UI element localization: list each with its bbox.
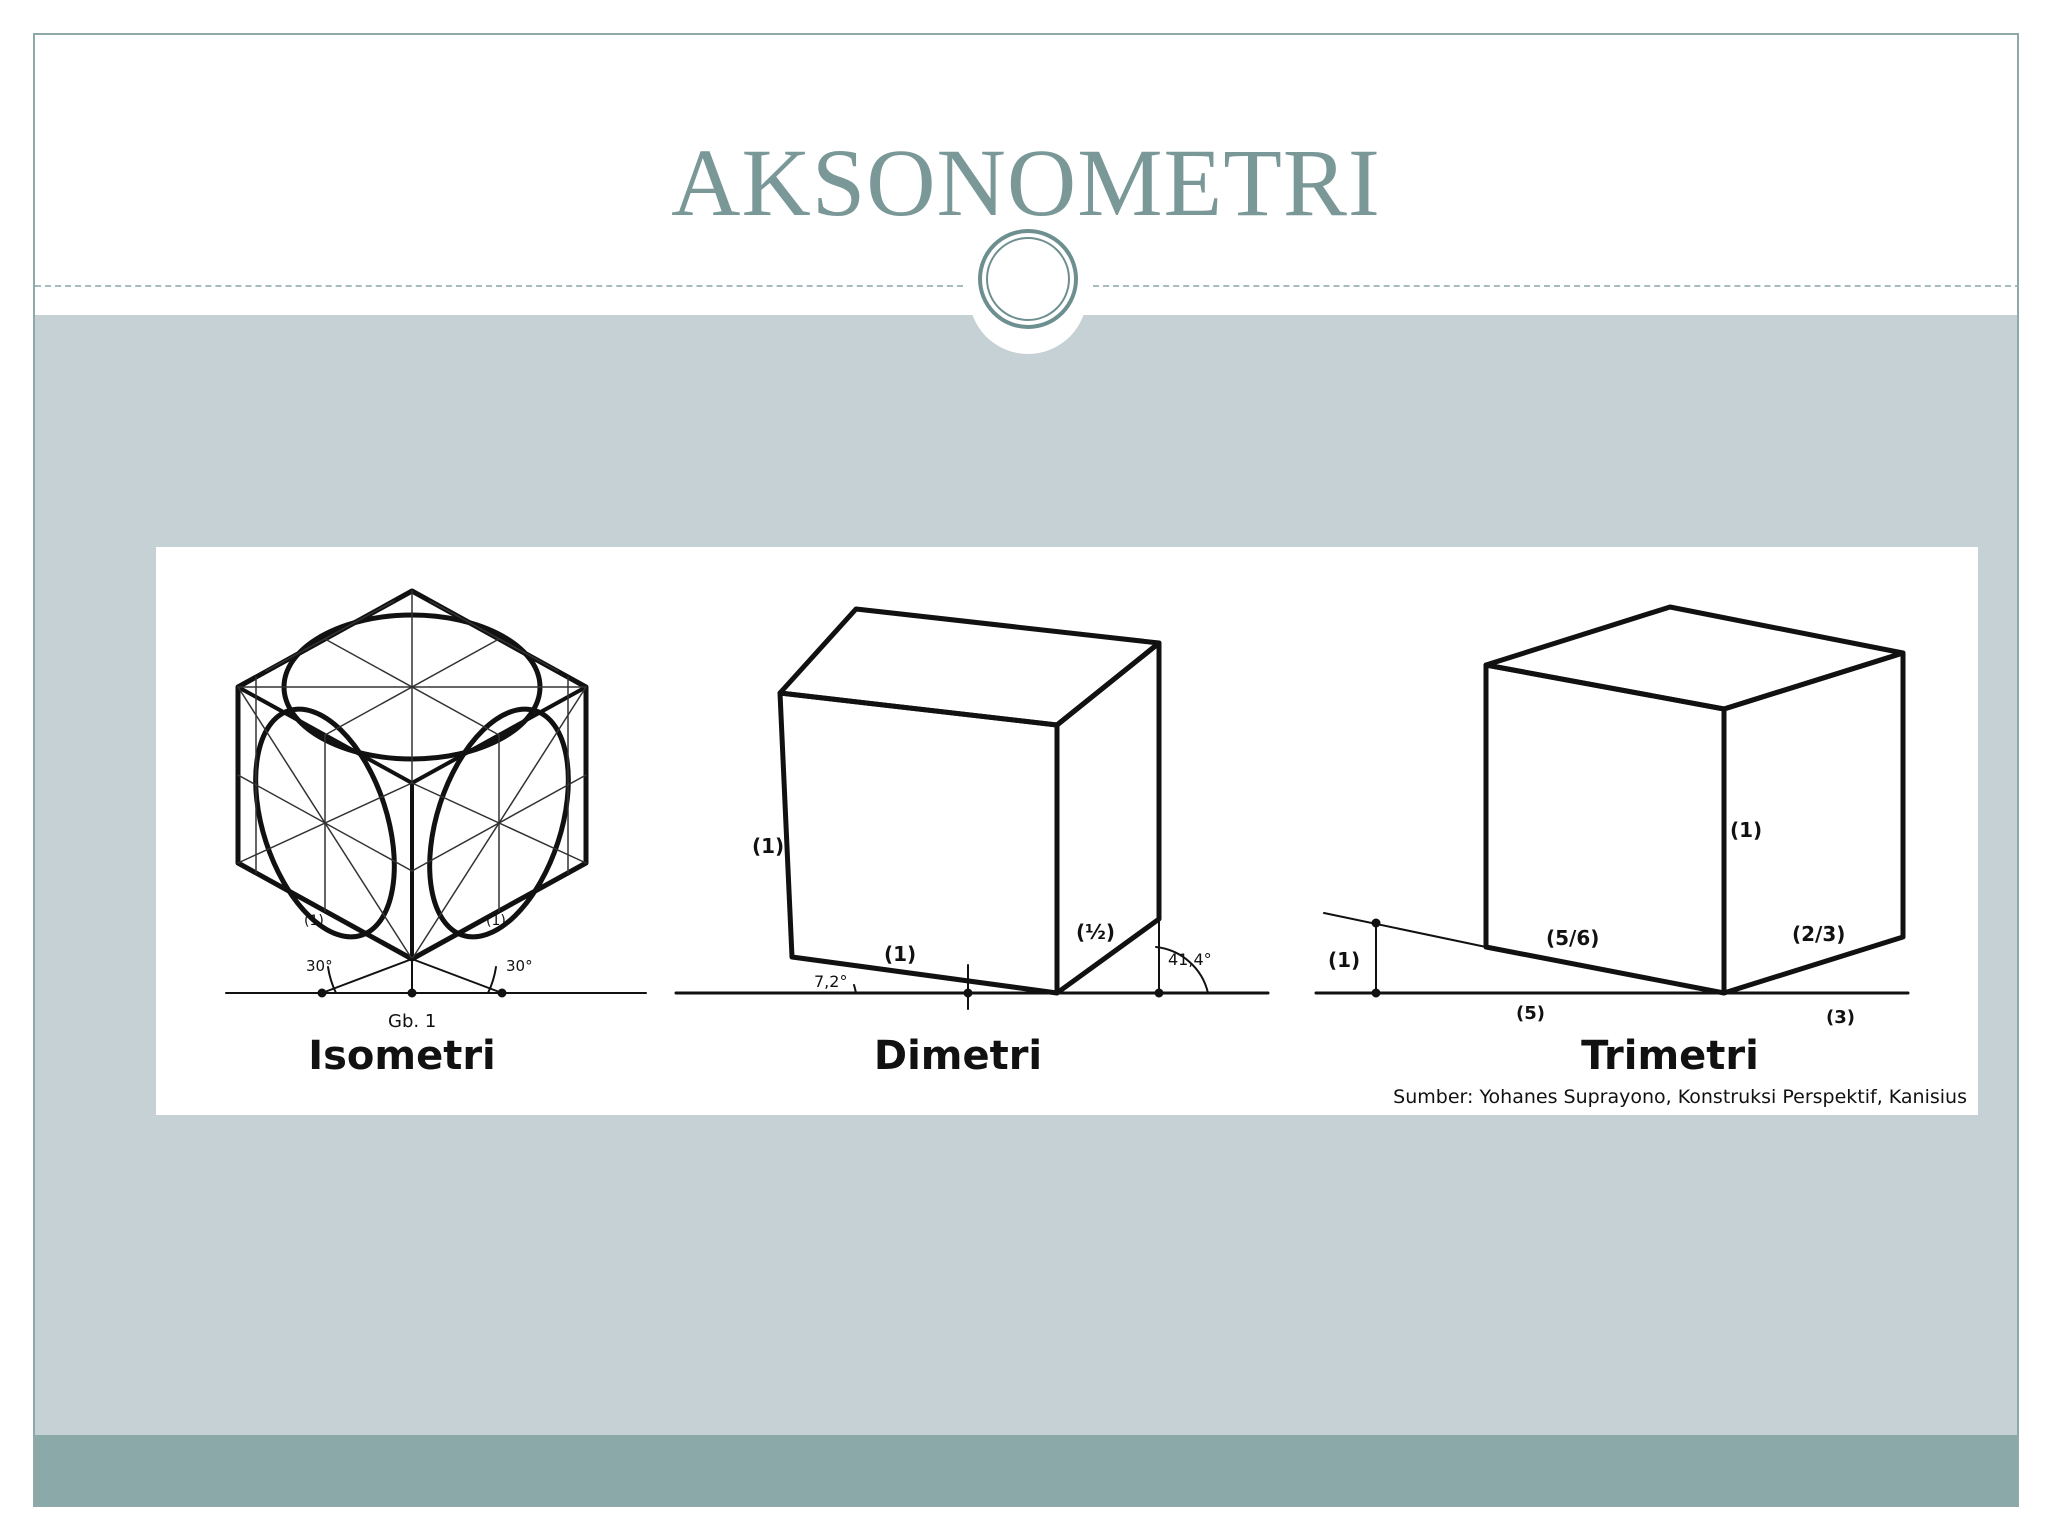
tri-height-label: (1) (1730, 818, 1762, 842)
slide: AKSONOMETRI (33, 33, 2019, 1507)
iso-caption: Isometri (308, 1033, 496, 1079)
iso-construction-lines (237, 590, 587, 960)
iso-angle-arc-right (487, 966, 497, 994)
tri-reference-line (1323, 912, 1487, 948)
tri-base-right-label: (3) (1826, 1007, 1855, 1028)
dim-top-face (777, 606, 1162, 728)
tri-caption: Trimetri (1581, 1033, 1759, 1079)
isometric-cube (225, 588, 647, 998)
dim-front-label: (1) (884, 942, 916, 966)
iso-unit-left-label: (1) (304, 913, 324, 929)
title-divider-right (1093, 285, 2017, 287)
dim-height-label: (1) (752, 834, 784, 858)
footer-band (35, 1435, 2017, 1505)
dim-front-face (777, 690, 1060, 996)
tri-side-label: (2/3) (1792, 922, 1845, 946)
tri-front-label: (5/6) (1546, 926, 1599, 950)
trimetric-cube (1314, 604, 1910, 998)
tri-reference-label: (1) (1328, 948, 1360, 972)
iso-dot-right (497, 988, 507, 998)
dim-side-label: (½) (1076, 920, 1115, 944)
dim-angle-right-label: 41,4° (1168, 950, 1212, 969)
figure-source: Sumber: Yohanes Suprayono, Konstruksi Pe… (1393, 1086, 1967, 1108)
axonometry-figure: 30° 30° (1) (1) Gb. 1 Isometri (1) (1) ( (156, 547, 1978, 1115)
dim-caption: Dimetri (874, 1033, 1042, 1079)
dim-angle-left-label: 7,2° (814, 972, 847, 991)
iso-angle-right-label: 30° (506, 957, 533, 975)
axonometry-drawing: 30° 30° (1) (1) Gb. 1 Isometri (1) (1) ( (225, 588, 1967, 1108)
iso-dot-left (317, 988, 327, 998)
slide-title: AKSONOMETRI (671, 129, 1381, 236)
dim-angle-arc-left (853, 984, 857, 994)
iso-fig-label: Gb. 1 (388, 1011, 436, 1032)
tri-base-left-label: (5) (1516, 1003, 1545, 1024)
tri-front-face (1483, 662, 1727, 996)
iso-left-ellipse (253, 706, 397, 940)
iso-unit-right-label: (1) (486, 913, 506, 929)
dimetric-cube (674, 606, 1270, 1010)
iso-angle-left-label: 30° (306, 957, 333, 975)
divider-circle-inner-ring (986, 237, 1070, 321)
iso-right-ellipse (427, 706, 571, 940)
tri-side-face (1721, 650, 1906, 996)
iso-angle-arc-left (327, 966, 337, 994)
title-divider-left (35, 285, 963, 287)
tri-top-face (1483, 604, 1906, 712)
dim-angle-arc-right (1155, 946, 1209, 994)
